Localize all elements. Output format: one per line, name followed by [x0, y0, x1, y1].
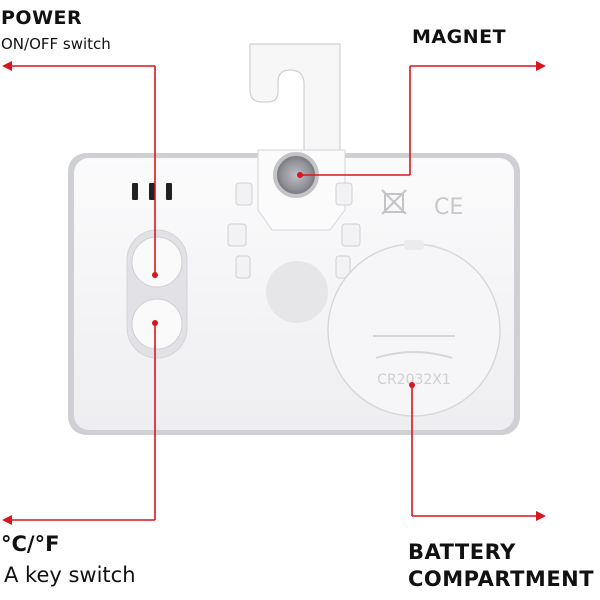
power-callout-subtitle: ON/OFF switch: [1, 35, 111, 53]
battery-cover-arrow: [375, 351, 453, 359]
battery-callout-line2: COMPARTMENT: [408, 567, 595, 591]
hanging-hook: [249, 43, 341, 151]
magnet-callout-title: MAGNET: [412, 26, 507, 48]
battery-callout-line1: BATTERY: [408, 540, 516, 564]
ce-mark: CE: [434, 195, 463, 220]
weee-icon: [381, 189, 407, 215]
power-callout-title: POWER: [1, 7, 83, 29]
battery-cover-latch: [404, 240, 424, 250]
unit-key-callout-title: °C/°F: [1, 532, 60, 556]
battery-cover[interactable]: [327, 243, 501, 417]
mounting-tabs: [227, 182, 361, 279]
callout-lines: [2, 61, 546, 525]
center-hole: [266, 261, 328, 323]
power-button[interactable]: [131, 236, 183, 288]
vent-slots: [132, 183, 172, 200]
battery-cover-marking: CR2032X1: [377, 372, 451, 388]
unit-key-callout-subtitle: A key switch: [4, 563, 136, 587]
